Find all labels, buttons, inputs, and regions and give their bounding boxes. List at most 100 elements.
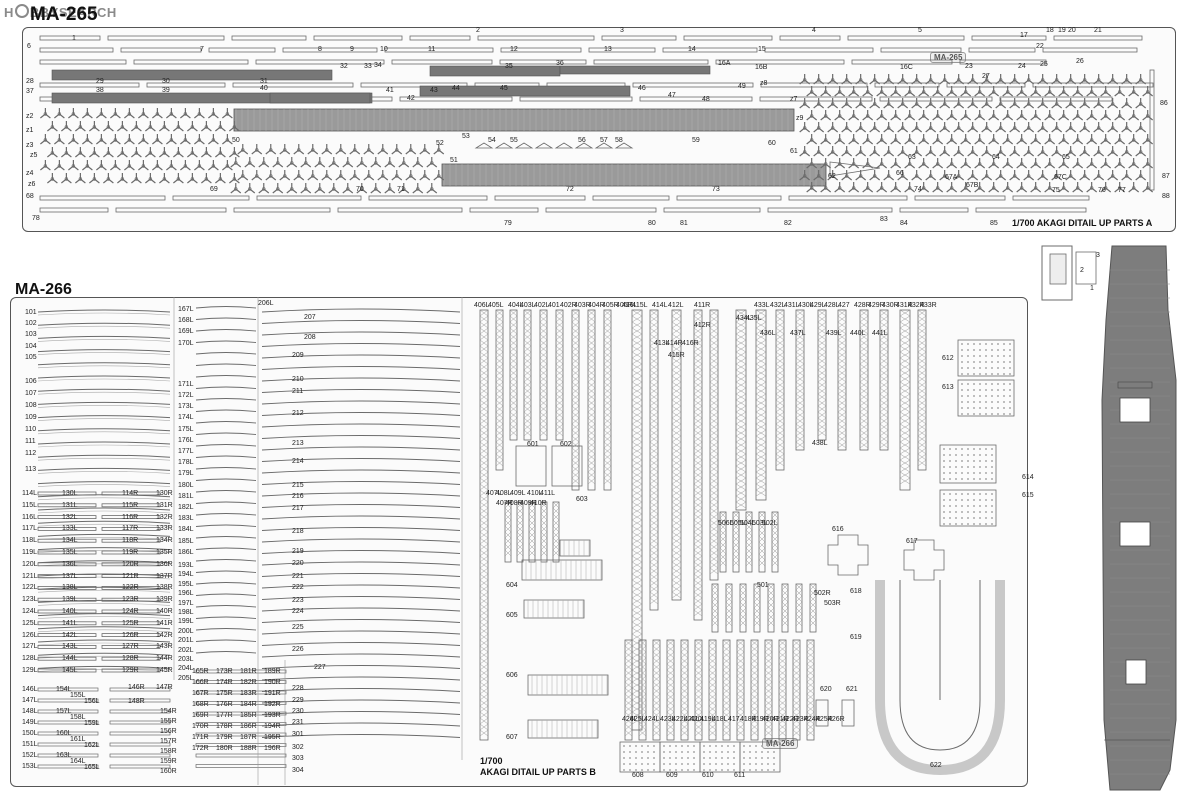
small-bracket xyxy=(918,158,930,169)
curved-railing xyxy=(37,428,171,432)
part-number: 12 xyxy=(510,46,518,53)
small-bracket xyxy=(953,146,965,157)
small-bracket-hub xyxy=(956,150,961,154)
part-number: 63 xyxy=(908,154,916,161)
small-bracket-hub xyxy=(900,126,905,130)
small-bracket xyxy=(995,170,1007,181)
small-bracket xyxy=(1051,122,1063,133)
small-bracket xyxy=(799,122,811,133)
small-bracket-hub xyxy=(78,125,83,129)
small-bracket-hub xyxy=(991,114,996,118)
small-bracket-hub xyxy=(430,161,434,165)
small-bracket-hub xyxy=(1075,162,1080,166)
small-bracket-hub xyxy=(1089,162,1094,166)
small-bracket-hub xyxy=(907,186,912,190)
sheet-b-caption-scale: 1/700 xyxy=(480,756,503,766)
small-bracket xyxy=(187,121,198,132)
small-bracket-hub xyxy=(169,164,174,168)
small-bracket-hub xyxy=(1040,102,1045,106)
small-bracket-hub xyxy=(155,164,160,168)
small-bracket-hub xyxy=(963,90,968,94)
small-bracket-hub xyxy=(134,151,139,155)
small-bracket xyxy=(946,134,958,145)
curved-railing-lower xyxy=(37,537,171,540)
part-number: 46 xyxy=(638,85,646,92)
part-number: 18 xyxy=(1046,27,1054,34)
small-bracket-hub xyxy=(928,78,933,82)
small-bracket xyxy=(967,146,979,157)
small-bracket xyxy=(911,74,923,85)
small-bracket-hub xyxy=(311,148,315,152)
small-bracket-hub xyxy=(255,174,259,178)
small-bracket xyxy=(1114,158,1126,169)
small-bracket xyxy=(932,110,944,121)
part-number: 81 xyxy=(680,220,688,227)
small-bracket xyxy=(939,74,951,85)
small-bracket xyxy=(1065,170,1077,181)
part-number: 3 xyxy=(1096,252,1100,259)
small-bracket-hub xyxy=(837,90,842,94)
small-bracket-hub xyxy=(900,174,905,178)
part-number: 2 xyxy=(1080,267,1084,274)
part-number: 5 xyxy=(918,27,922,34)
small-bracket xyxy=(827,98,839,109)
part-number: z5 xyxy=(30,152,38,159)
small-bracket xyxy=(848,182,860,193)
small-bracket xyxy=(1114,182,1126,193)
railing-strip xyxy=(767,207,893,213)
small-bracket-hub xyxy=(991,162,996,166)
small-bracket-hub xyxy=(120,125,125,129)
part-number: 72 xyxy=(566,186,574,193)
small-bracket xyxy=(1030,134,1042,145)
small-bracket-hub xyxy=(977,114,982,118)
small-bracket xyxy=(1121,74,1133,85)
railing-strip xyxy=(759,96,873,102)
small-bracket xyxy=(799,170,811,181)
railing-strip xyxy=(601,35,677,41)
small-bracket xyxy=(173,121,184,132)
small-bracket-hub xyxy=(837,138,842,142)
small-bracket-hub xyxy=(64,125,69,129)
part-number: 71 xyxy=(397,186,405,193)
small-bracket xyxy=(1037,170,1049,181)
railing-strip xyxy=(499,59,587,65)
small-bracket-hub xyxy=(858,126,863,130)
small-bracket-hub xyxy=(921,114,926,118)
part-number: 2 xyxy=(476,27,480,34)
curved-railing-lower xyxy=(37,484,171,487)
curved-railing xyxy=(37,415,171,419)
part-number: 16B xyxy=(755,64,768,71)
small-bracket-hub xyxy=(1096,126,1101,130)
small-bracket xyxy=(897,122,909,133)
small-bracket-hub xyxy=(1068,126,1073,130)
small-bracket xyxy=(925,98,937,109)
curved-railing xyxy=(37,481,171,485)
small-bracket xyxy=(981,98,993,109)
safety-net xyxy=(51,69,333,81)
small-bracket-hub xyxy=(914,150,919,154)
small-bracket-hub xyxy=(1012,174,1017,178)
small-bracket-hub xyxy=(858,150,863,154)
small-bracket xyxy=(1065,98,1077,109)
small-bracket xyxy=(995,98,1007,109)
small-bracket-hub xyxy=(78,177,83,181)
small-bracket-hub xyxy=(99,164,104,168)
small-bracket xyxy=(897,74,909,85)
small-bracket-hub xyxy=(353,148,357,152)
small-bracket-hub xyxy=(1075,138,1080,142)
small-bracket-hub xyxy=(99,112,104,116)
railing-strip xyxy=(39,195,166,201)
curved-railing-lower xyxy=(37,365,171,369)
small-bracket-hub xyxy=(1033,114,1038,118)
small-bracket xyxy=(988,134,1000,145)
part-number: 34 xyxy=(374,62,382,69)
small-triangle-part xyxy=(474,142,494,149)
small-bracket-hub xyxy=(802,150,807,154)
small-bracket-hub xyxy=(211,164,216,168)
small-bracket-hub xyxy=(92,151,97,155)
small-bracket-hub xyxy=(204,151,209,155)
small-bracket xyxy=(813,146,825,157)
small-bracket xyxy=(75,147,86,158)
small-bracket-hub xyxy=(255,148,259,152)
small-bracket xyxy=(229,173,240,184)
